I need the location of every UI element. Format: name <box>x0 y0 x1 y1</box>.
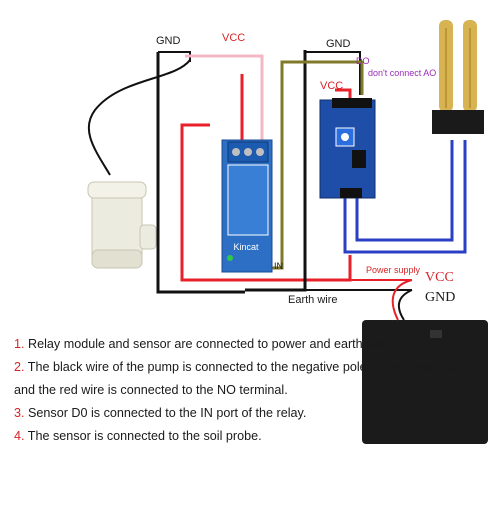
vcc-sensor-label: VCC <box>320 80 344 92</box>
gnd-wire-top-left <box>158 51 191 62</box>
battery-wire-black <box>397 289 413 321</box>
pump-black-wire <box>87 59 191 176</box>
do-wire-olive <box>265 60 364 270</box>
gnd-label-top-left: GND <box>156 35 181 47</box>
battery-body <box>362 320 488 444</box>
sensor-pot-knob <box>341 133 349 141</box>
note-4: 4. The sensor is connected to the soil p… <box>14 425 492 448</box>
do-label: DO <box>356 56 370 66</box>
sensor-pcb <box>319 99 376 199</box>
gnd-wire-left <box>156 52 245 294</box>
battery-wire-red <box>391 279 413 321</box>
dont-connect-label: don't connect AO <box>368 68 437 78</box>
relay-brand-label: Kincat <box>233 242 259 252</box>
blue-wire-1 <box>343 140 467 254</box>
note-text: Relay module and sensor are connected to… <box>24 337 393 351</box>
power-supply-label: Power supply <box>366 265 421 275</box>
relay-screw-3 <box>256 148 264 156</box>
gnd-wire-top-right <box>305 51 361 95</box>
probe-trace <box>445 28 471 108</box>
sensor-header <box>332 98 372 108</box>
relay-module: Kincat <box>221 139 273 273</box>
note-number: 1. <box>14 337 25 351</box>
vcc-supply-label: VCC <box>425 270 454 285</box>
relay-screw-2 <box>244 148 252 156</box>
note-text: The black wire of the pump is connected … <box>14 360 482 397</box>
battery-box <box>362 279 488 444</box>
pump-cap <box>87 181 147 199</box>
relay-block <box>227 164 269 236</box>
note-1: 1. Relay module and sensor are connected… <box>14 333 492 356</box>
note-number: 2. <box>14 360 25 374</box>
pump-outlet <box>139 224 157 250</box>
note-3: 3. Sensor D0 is connected to the IN port… <box>14 402 492 425</box>
gnd-label-top-right: GND <box>326 38 351 50</box>
earth-wire-label: Earth wire <box>288 294 338 306</box>
red-wire-sensor <box>335 88 352 100</box>
relay-led <box>227 255 233 261</box>
sensor-module <box>319 98 376 199</box>
instruction-notes: 1. Relay module and sensor are connected… <box>14 333 492 448</box>
note-number: 4. <box>14 429 25 443</box>
in-label: IN <box>274 261 283 271</box>
soil-probe <box>432 20 484 134</box>
note-number: 3. <box>14 406 25 420</box>
note-2: 2. The black wire of the pump is connect… <box>14 356 492 402</box>
sensor-bottom-pins <box>340 188 362 198</box>
water-pump <box>87 181 157 269</box>
probe-base <box>432 110 484 134</box>
note-text: Sensor D0 is connected to the IN port of… <box>24 406 307 420</box>
pump-base <box>91 249 143 269</box>
gnd-supply-label: GND <box>425 290 456 305</box>
vcc-label-top: VCC <box>222 32 246 44</box>
blue-wire-2 <box>355 140 454 242</box>
battery-switch <box>430 330 442 338</box>
relay-screw-1 <box>232 148 240 156</box>
red-wire-power <box>180 123 352 282</box>
note-text: The sensor is connected to the soil prob… <box>24 429 262 443</box>
vcc-wire-pink <box>185 54 264 150</box>
sensor-chip <box>352 150 366 168</box>
